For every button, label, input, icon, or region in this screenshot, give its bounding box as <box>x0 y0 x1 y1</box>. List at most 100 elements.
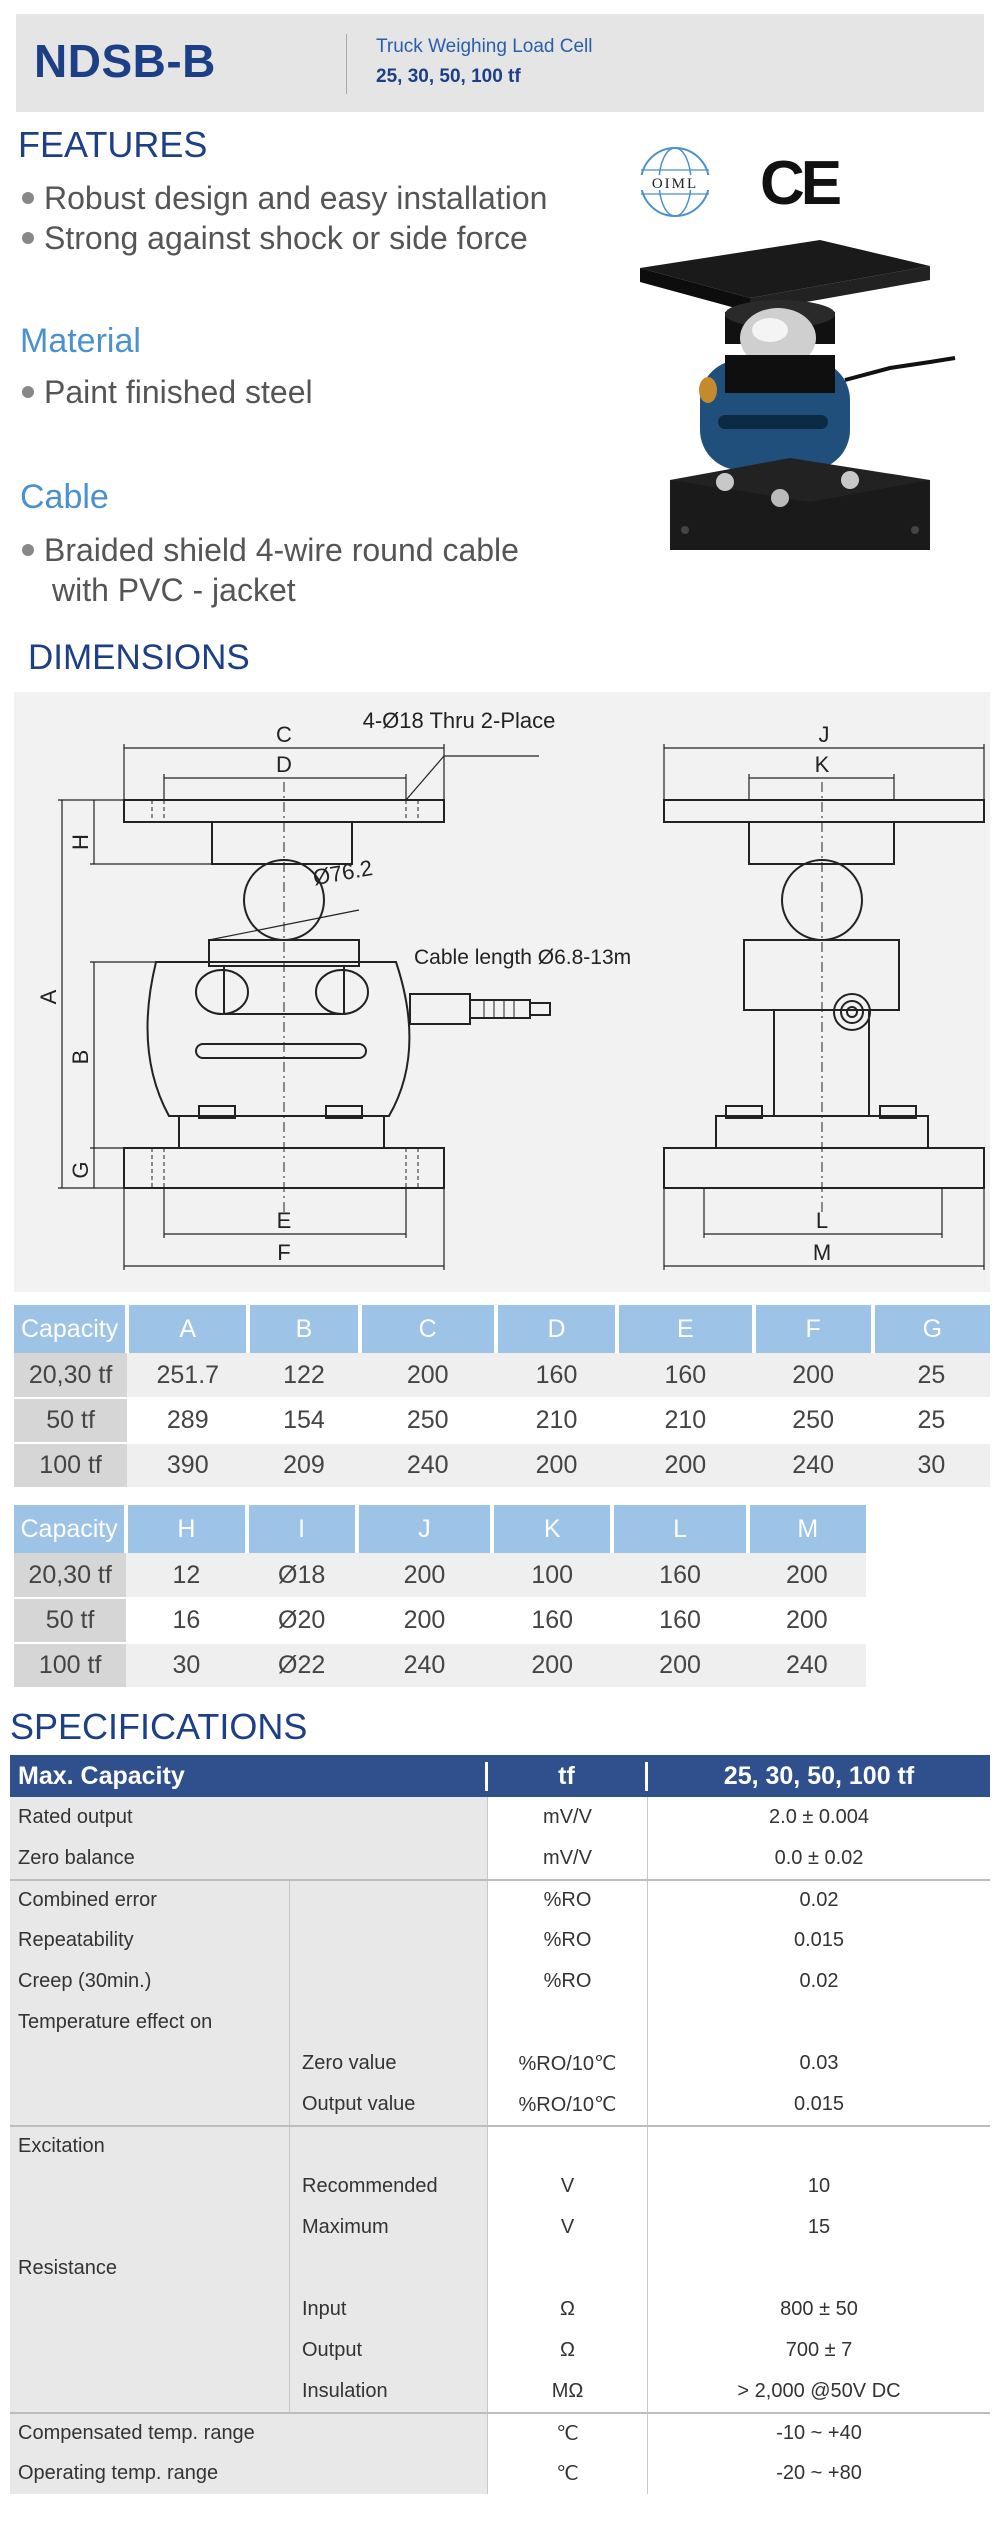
table-cell: 390 <box>127 1443 249 1489</box>
cable-heading: Cable <box>20 478 109 516</box>
spec-label <box>10 2289 290 2330</box>
spec-value: 0.015 <box>648 2084 990 2125</box>
spec-value: > 2,000 @50V DC <box>648 2371 990 2412</box>
row-capacity-cell: 100 tf <box>14 1643 127 1689</box>
spec-label <box>10 2166 290 2207</box>
table-cell: 160 <box>612 1553 748 1599</box>
table-cell: 210 <box>617 1398 754 1444</box>
spec-unit: MΩ <box>488 2371 648 2412</box>
row-capacity-cell: 50 tf <box>14 1398 128 1444</box>
dim-label-h: H <box>68 834 93 850</box>
table-cell: 200 <box>747 1553 866 1599</box>
dim-label-a: A <box>36 989 61 1004</box>
spec-label: Excitation <box>10 2127 290 2166</box>
column-header: D <box>495 1305 620 1353</box>
spec-sublabel: Maximum <box>290 2207 488 2248</box>
spec-sublabel: Insulation <box>290 2371 488 2412</box>
spec-sublabel <box>290 2414 488 2453</box>
hole-note: 4-Ø18 Thru 2-Place <box>363 708 556 733</box>
features-heading: FEATURES <box>18 124 208 165</box>
spec-label: Creep (30min.) <box>10 1961 290 2002</box>
spec-header-label: Max. Capacity <box>10 1761 488 1791</box>
table-cell: 240 <box>359 1443 496 1489</box>
column-header: I <box>246 1505 359 1553</box>
table-cell: 25 <box>872 1353 990 1399</box>
spec-value <box>648 2127 990 2166</box>
column-header: J <box>356 1505 495 1553</box>
table-cell: 12 <box>126 1553 247 1599</box>
table-header-row: Capacity A B C D E F G <box>14 1305 990 1353</box>
dim-label-b: B <box>68 1050 93 1065</box>
table-cell: 209 <box>248 1443 360 1489</box>
spec-sublabel <box>290 1881 488 1920</box>
spec-sublabel: Zero value <box>290 2043 488 2084</box>
cable-item-continued: with PVC - jacket <box>52 572 296 608</box>
table-header-row: Capacity H I J K L M <box>14 1505 866 1553</box>
column-header: H <box>126 1505 249 1553</box>
column-header: B <box>248 1305 362 1353</box>
table-cell: 200 <box>617 1443 754 1489</box>
spec-unit: ℃ <box>488 2453 648 2494</box>
spec-value: 10 <box>648 2166 990 2207</box>
row-capacity-cell: 100 tf <box>14 1443 128 1489</box>
bullet-icon <box>22 385 34 398</box>
spec-row: Compensated temp. range℃-10 ~ +40 <box>10 2412 990 2453</box>
table-cell: Ø18 <box>246 1553 357 1599</box>
spec-value: 15 <box>648 2207 990 2248</box>
table-cell: 160 <box>612 1598 748 1644</box>
spec-unit: V <box>488 2166 648 2207</box>
svg-text:OIML: OIML <box>652 176 698 192</box>
header-divider <box>346 34 347 94</box>
table-cell: 30 <box>872 1443 990 1489</box>
table-cell: 200 <box>612 1643 748 1689</box>
spec-label: Zero balance <box>10 1838 290 1879</box>
dim-label-f: F <box>277 1240 290 1265</box>
spec-header-unit: tf <box>488 1761 648 1791</box>
spec-value <box>648 2248 990 2289</box>
spec-sublabel: Input <box>290 2289 488 2330</box>
spec-value: -10 ~ +40 <box>648 2414 990 2453</box>
oiml-logo-icon: OIML <box>635 147 715 217</box>
spec-value: -20 ~ +80 <box>648 2453 990 2494</box>
spec-unit <box>488 2248 648 2289</box>
table-cell: 200 <box>356 1598 493 1644</box>
dim-label-d: D <box>276 752 292 777</box>
spec-unit: V <box>488 2207 648 2248</box>
spec-label <box>10 2371 290 2412</box>
spec-row: Temperature effect on <box>10 2002 990 2043</box>
spec-row: Resistance <box>10 2248 990 2289</box>
table-cell: 240 <box>753 1443 873 1489</box>
table-cell: 160 <box>617 1353 754 1399</box>
spec-label: Repeatability <box>10 1920 290 1961</box>
cable-item: Braided shield 4-wire round cable <box>22 530 519 570</box>
product-subtitle: Truck Weighing Load Cell <box>376 36 593 57</box>
spec-sublabel <box>290 2002 488 2043</box>
spec-sublabel <box>290 1797 488 1838</box>
spec-label: Combined error <box>10 1881 290 1920</box>
table-cell: 200 <box>753 1353 873 1399</box>
spec-value: 700 ± 7 <box>648 2330 990 2371</box>
table-cell: 251.7 <box>127 1353 249 1399</box>
feature-item: Strong against shock or side force <box>22 218 528 258</box>
table-cell: 16 <box>126 1598 247 1644</box>
spec-unit: Ω <box>488 2289 648 2330</box>
spec-sublabel <box>290 1838 488 1879</box>
table-cell: 250 <box>753 1398 873 1444</box>
spec-unit: %RO <box>488 1920 648 1961</box>
table-cell: 240 <box>356 1643 493 1689</box>
spec-value: 0.02 <box>648 1881 990 1920</box>
dimension-drawing: C D E F J K L M A B G H 4-Ø18 Thru 2-Pla… <box>14 692 990 1292</box>
row-capacity-cell: 20,30 tf <box>14 1353 128 1399</box>
table-cell: 200 <box>492 1643 613 1689</box>
spec-label: Resistance <box>10 2248 290 2289</box>
spec-value: 0.03 <box>648 2043 990 2084</box>
spec-header-value: 25, 30, 50, 100 tf <box>723 1761 915 1790</box>
